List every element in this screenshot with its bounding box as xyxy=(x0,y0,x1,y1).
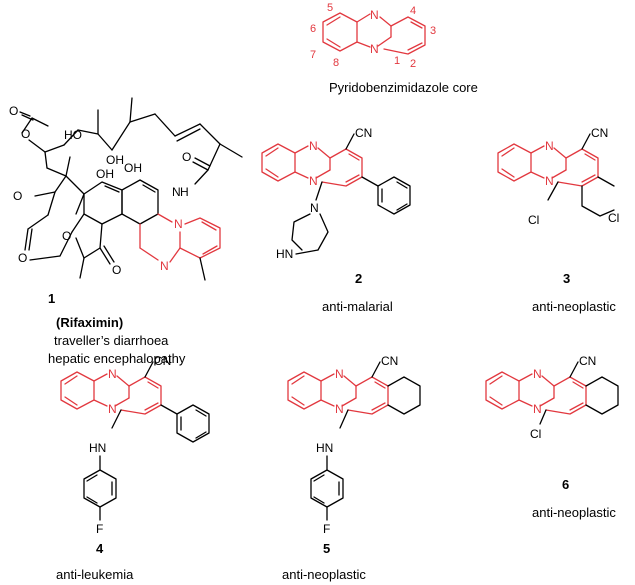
c3-cl-1: Cl xyxy=(528,213,539,227)
c2-pip-nh: HN xyxy=(276,247,293,261)
c1-nh-h: H xyxy=(180,185,189,199)
c3-cn: CN xyxy=(591,126,608,140)
compound-2-structure: N N CN N HN xyxy=(261,126,411,261)
c1-ester-o: O xyxy=(21,127,30,141)
compound-4-structure: N N CN HN F xyxy=(60,354,210,536)
c2-cn: CN xyxy=(355,126,372,140)
c1-ho-1: HO xyxy=(64,128,82,142)
c1-acetate-o: O xyxy=(9,104,18,118)
compound-3-use: anti-neoplastic xyxy=(532,299,616,314)
c1-n-imid: N xyxy=(160,259,169,273)
compound-4-use: anti-leukemia xyxy=(56,567,134,582)
c2-n-top: N xyxy=(309,139,318,153)
core-n-top: N xyxy=(370,8,379,22)
c1-nh: N xyxy=(172,185,181,199)
core-num-7: 7 xyxy=(310,49,316,61)
c4-f: F xyxy=(96,522,103,536)
core-num-6: 6 xyxy=(310,23,316,35)
core-num-4: 4 xyxy=(410,5,416,17)
core-num-2: 2 xyxy=(410,58,416,70)
c3-n-top: N xyxy=(545,139,554,153)
c5-n-top: N xyxy=(335,367,344,381)
compound-6-number: 6 xyxy=(562,477,569,492)
c1-furan-o: O xyxy=(62,229,71,243)
core-num-5: 5 xyxy=(327,2,333,14)
c1-ketone-o: O xyxy=(112,263,121,277)
c4-hn: HN xyxy=(89,441,106,455)
compound-1-number: 1 xyxy=(48,291,55,306)
compound-1-use-2: hepatic encephalopathy xyxy=(48,351,186,366)
c4-n-bridge: N xyxy=(108,402,117,416)
c1-n-bridge: N xyxy=(174,217,183,231)
c2-pip-n: N xyxy=(310,201,319,215)
compound-6-structure: N N CN Cl xyxy=(485,354,619,441)
compound-5-use: anti-neoplastic xyxy=(282,567,366,582)
compound-5-structure: N N CN HN F xyxy=(287,354,421,536)
compound-2-use: anti-malarial xyxy=(322,299,393,314)
compound-6-use: anti-neoplastic xyxy=(532,505,616,520)
c6-n-bridge: N xyxy=(533,402,542,416)
core-caption: Pyridobenzimidazole core xyxy=(329,80,478,95)
compound-5-number: 5 xyxy=(323,541,330,556)
c1-ether-o: O xyxy=(18,251,27,265)
c6-n-top: N xyxy=(533,367,542,381)
compound-2-number: 2 xyxy=(355,271,362,286)
compound-1-use-1: traveller’s diarrhoea xyxy=(54,333,169,348)
c6-cl: Cl xyxy=(530,427,541,441)
compound-3-structure: N N CN Cl Cl xyxy=(497,126,619,227)
c1-oh-3: OH xyxy=(124,161,142,175)
compound-4-number: 4 xyxy=(96,541,104,556)
c5-n-bridge: N xyxy=(335,402,344,416)
core-structure: N N 1 2 3 4 5 6 7 8 xyxy=(310,2,436,70)
c3-cl-2: Cl xyxy=(608,211,619,225)
compound-1-structure: O O HO OH O N H O O xyxy=(9,97,243,281)
c5-f: F xyxy=(323,522,330,536)
c1-oh-1: OH xyxy=(106,153,124,167)
c1-ome-o: O xyxy=(13,189,22,203)
c3-n-bridge: N xyxy=(545,174,554,188)
c4-cn: CN xyxy=(154,354,171,368)
compound-1-name: (Rifaximin) xyxy=(56,315,123,330)
c5-hn: HN xyxy=(316,441,333,455)
c2-n-bridge: N xyxy=(309,174,318,188)
c1-amide-o: O xyxy=(182,150,191,164)
c6-cn: CN xyxy=(579,354,596,368)
c5-cn: CN xyxy=(381,354,398,368)
c1-oh-2: OH xyxy=(96,167,114,181)
c4-n-top: N xyxy=(108,367,117,381)
compound-3-number: 3 xyxy=(563,271,570,286)
core-n-bridge: N xyxy=(370,42,379,56)
core-num-3: 3 xyxy=(430,25,436,37)
core-benzene-ring xyxy=(322,12,358,52)
core-num-8: 8 xyxy=(333,57,339,69)
core-num-1: 1 xyxy=(394,55,400,67)
